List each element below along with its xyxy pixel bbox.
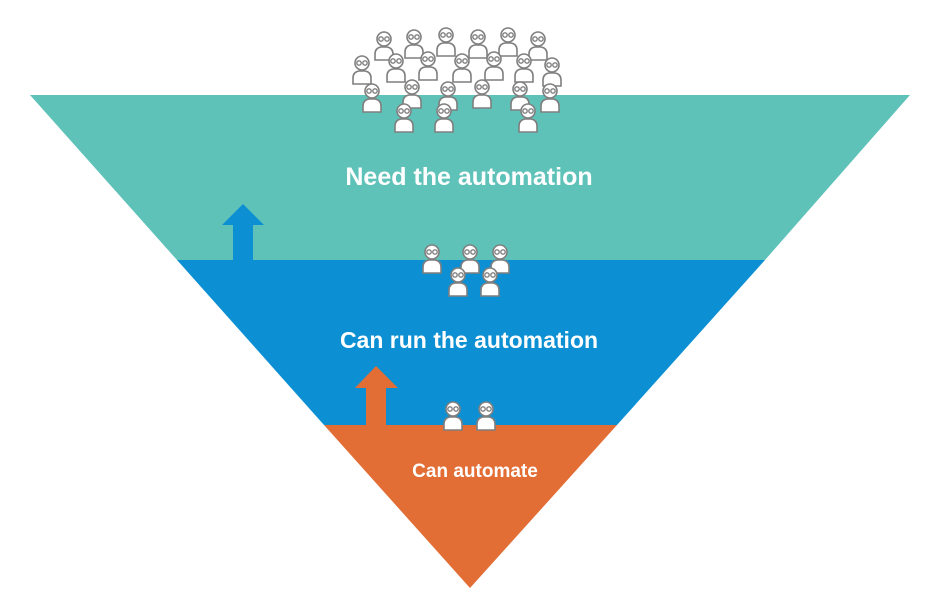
person-icon (484, 51, 504, 81)
person-icon (418, 51, 438, 81)
tier-label-need-automation: Need the automation (345, 163, 592, 191)
tier-can-automate (324, 425, 617, 588)
up-arrow-icon (222, 204, 264, 260)
tier-label-can-automate: Can automate (412, 461, 538, 482)
person-icon (436, 27, 456, 57)
person-icon (472, 79, 492, 109)
person-icon (498, 27, 518, 57)
tier-can-run-automation (177, 260, 765, 425)
person-icon (542, 57, 562, 87)
up-arrow-icon (355, 366, 398, 425)
person-icon (452, 53, 472, 83)
person-icon (386, 53, 406, 83)
person-icon (404, 29, 424, 59)
person-icon (528, 31, 548, 61)
person-icon (468, 29, 488, 59)
tier-label-can-run-automation: Can run the automation (340, 327, 598, 353)
person-icon (352, 55, 372, 85)
person-icon (514, 53, 534, 83)
